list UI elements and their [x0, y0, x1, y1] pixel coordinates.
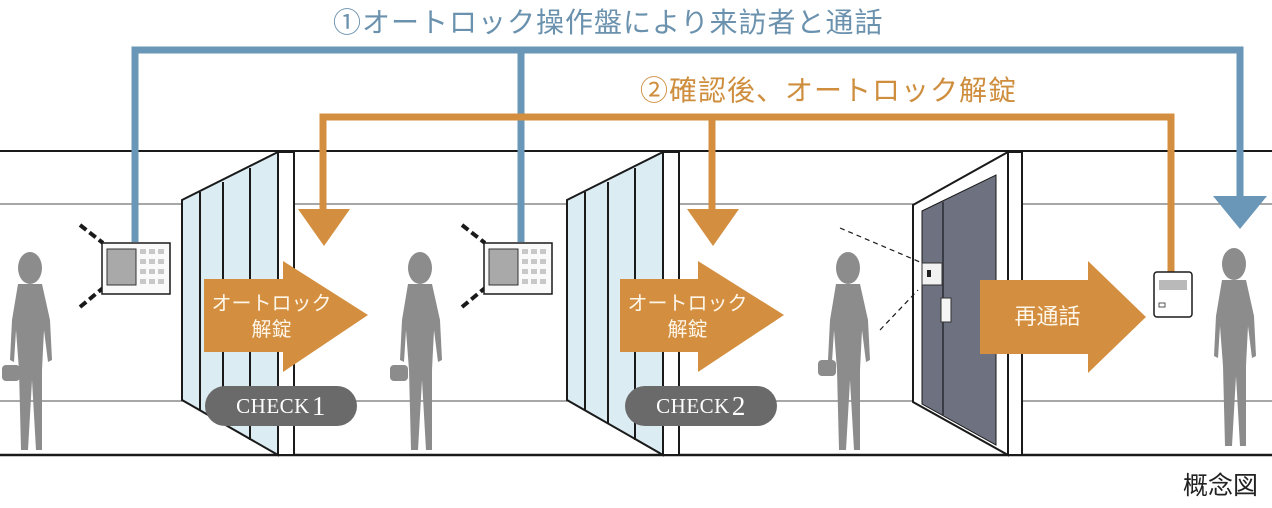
step1-title: ①オートロック操作盤により来訪者と通話 — [333, 6, 884, 39]
entrance-door-icon — [839, 150, 1023, 457]
handbag-icon — [818, 360, 836, 376]
autolock-unlock-arrow-2 — [620, 261, 784, 372]
indoor-monitor-icon — [1153, 271, 1193, 318]
autolock-control-panel-icon — [460, 223, 553, 309]
autolock-unlock-arrow-1 — [204, 261, 368, 372]
check-label: CHECK — [656, 393, 730, 418]
autolock-control-panel-icon — [78, 223, 171, 309]
check-number: 2 — [731, 390, 746, 421]
handbag-icon — [2, 365, 20, 381]
step1-arrowhead-icon — [1213, 196, 1267, 229]
arrow-label-1: オートロック 解錠 — [204, 290, 339, 342]
handbag-icon — [390, 365, 408, 381]
arrow-label-line1: オートロック — [627, 291, 748, 315]
step2-connection-line — [319, 113, 1175, 272]
recall-arrow — [980, 261, 1146, 373]
arrow-label-3: 再通話 — [980, 305, 1115, 331]
step2-arrowhead-icon — [687, 209, 739, 246]
person-silhouette-icon — [400, 252, 442, 450]
arrow-label-line2: 解錠 — [251, 317, 292, 341]
arrow-label-2: オートロック 解錠 — [620, 290, 755, 342]
arrow-label-line1: オートロック — [211, 291, 332, 315]
person-silhouette-icon — [828, 252, 870, 450]
step1-connection-line — [131, 46, 1244, 242]
person-silhouette-icon — [10, 252, 52, 450]
arrow-label-line2: 解錠 — [667, 317, 708, 341]
step2-title: ②確認後、オートロック解錠 — [640, 74, 1018, 107]
arrow-label-line1: 再通話 — [1014, 305, 1081, 330]
concept-diagram-note: 概念図 — [1182, 471, 1258, 500]
check-label: CHECK — [236, 393, 310, 418]
step2-arrowhead-icon — [298, 209, 350, 246]
person-silhouette-icon — [1214, 248, 1256, 446]
check-number: 1 — [311, 390, 326, 421]
